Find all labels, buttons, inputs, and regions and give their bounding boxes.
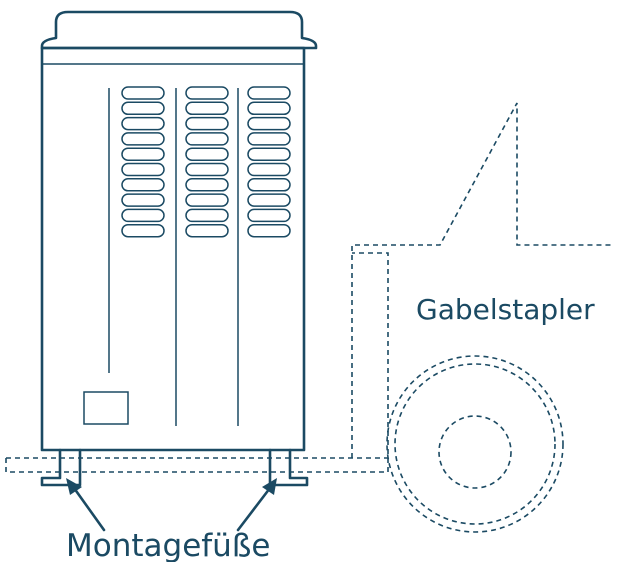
vent-slot — [121, 223, 165, 238]
vent-slot — [185, 86, 229, 100]
vent-slot — [185, 101, 229, 116]
vent-slot — [185, 162, 229, 177]
arrow-left-head — [66, 478, 82, 495]
arrow-left-shaft — [72, 486, 106, 532]
vent-slot — [247, 208, 291, 223]
mounting-feet-label: Montagefüße — [66, 528, 270, 562]
vent-slot — [247, 116, 291, 131]
forklift-wheel-outer — [386, 355, 564, 533]
mounting-foot-left — [40, 448, 82, 487]
vent-slot — [247, 132, 291, 146]
vent-slot — [247, 162, 291, 177]
forklift-label: Gabelstapler — [416, 293, 595, 326]
vent-slot — [121, 116, 165, 131]
vent-slot — [185, 132, 229, 146]
arrow-right-head — [262, 478, 277, 495]
vent-slot — [121, 193, 165, 207]
service-plate — [83, 391, 129, 425]
vent-slot — [121, 86, 165, 100]
vent-slot — [247, 193, 291, 207]
vent-slot — [247, 223, 291, 238]
vent-slot — [121, 208, 165, 223]
vent-slot — [185, 147, 229, 161]
vent-slot — [121, 147, 165, 161]
vent-slots — [121, 86, 291, 238]
vent-slot — [121, 162, 165, 177]
unit-lid — [40, 10, 318, 50]
outdoor-unit — [40, 10, 318, 487]
vent-slot — [247, 147, 291, 161]
mounting-feet-arrows — [66, 478, 277, 532]
vent-slot — [185, 223, 229, 238]
vent-slot — [247, 101, 291, 116]
vent-slot — [185, 116, 229, 131]
unit-cabinet — [40, 46, 306, 452]
fork-tines — [5, 457, 388, 473]
forklift-mast — [352, 252, 389, 472]
vent-slot — [121, 178, 165, 192]
forklift-wheel-hub — [438, 415, 512, 489]
vent-slot — [185, 208, 229, 223]
forklift-wheel-middle — [394, 363, 556, 525]
forklift-outline — [5, 102, 612, 533]
vent-slot — [121, 101, 165, 116]
vent-slot — [247, 178, 291, 192]
vent-slot — [185, 193, 229, 207]
arrow-right-shaft — [236, 486, 272, 532]
vent-slot — [121, 132, 165, 146]
mounting-foot-right — [268, 448, 309, 487]
vent-slot — [185, 178, 229, 192]
vent-slot — [247, 86, 291, 100]
forklift-body — [351, 102, 612, 458]
